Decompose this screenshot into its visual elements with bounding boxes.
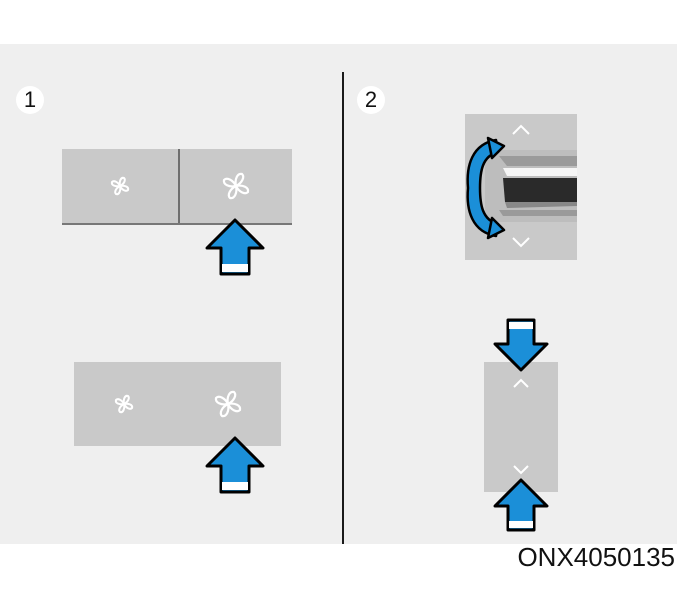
fan-high-button-bottom[interactable] [174, 362, 281, 446]
panel-divider [342, 72, 344, 544]
up-arrow-icon [205, 436, 265, 494]
fan-high-icon [214, 390, 241, 418]
up-arrow-icon [493, 478, 549, 532]
fan-low-button-top[interactable] [62, 149, 178, 223]
step-badge-2: 2 [357, 86, 385, 114]
chevron-up-icon [513, 378, 529, 388]
curved-double-arrow-icon [466, 136, 506, 240]
button-separator [178, 149, 180, 223]
down-arrow-icon [493, 318, 549, 372]
fan-low-icon [114, 394, 134, 414]
chevron-up-icon [512, 124, 530, 135]
step-badge-1: 1 [16, 86, 44, 114]
fan-speed-switch-bottom [74, 362, 281, 446]
chevron-down-icon [513, 465, 529, 475]
fan-low-button-bottom[interactable] [74, 362, 174, 446]
fan-high-icon [222, 172, 250, 200]
up-arrow-icon [205, 218, 265, 276]
fan-high-button-top[interactable] [180, 149, 292, 223]
fan-low-icon [110, 176, 130, 196]
chevron-down-icon [512, 237, 530, 248]
wheel-slot [485, 150, 577, 222]
figure-code: ONX4050135 [517, 542, 675, 572]
fan-speed-switch-top [62, 149, 292, 225]
fan-vertical-switch[interactable] [484, 362, 558, 492]
fan-thumbwheel[interactable] [465, 114, 577, 260]
